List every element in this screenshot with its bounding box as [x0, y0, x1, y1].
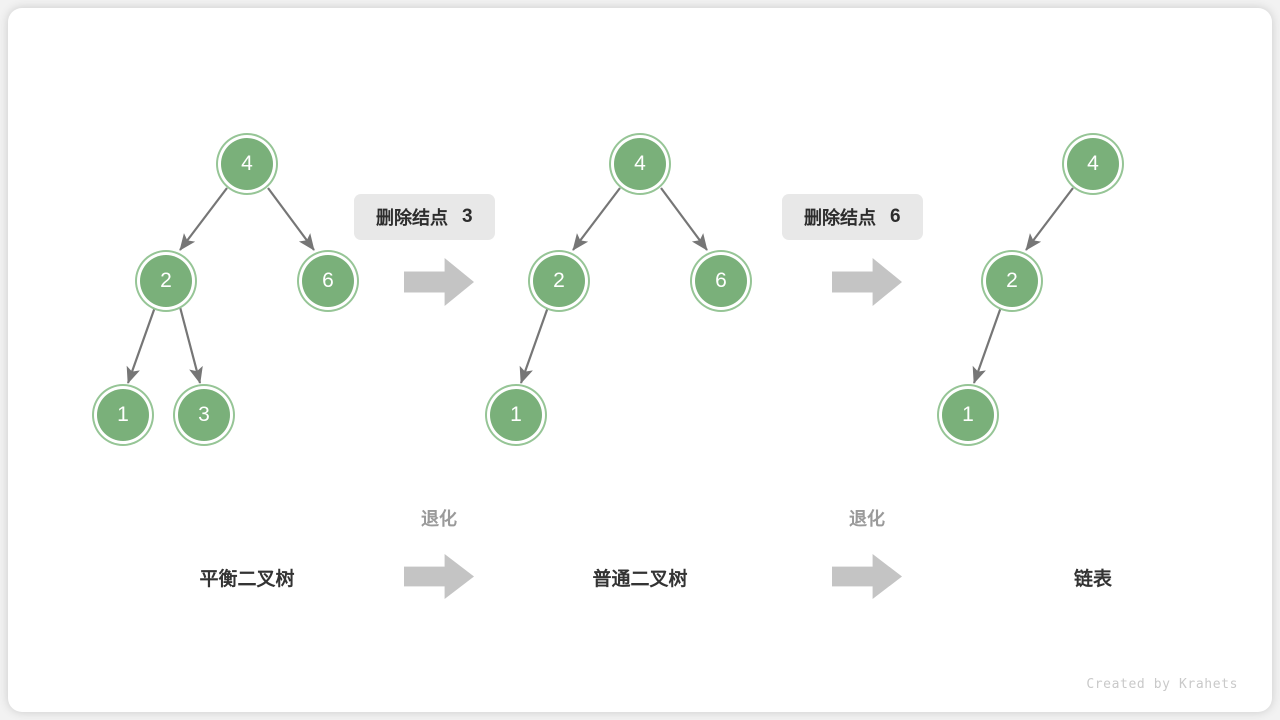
delete-node-6-chip-value: 6: [890, 206, 901, 227]
tree1-node-4[interactable]: 4: [221, 138, 273, 190]
degenerate-arrow-2-icon: [832, 554, 902, 599]
degenerate-label-2: 退化: [849, 509, 885, 529]
tree2-node-6[interactable]: 6: [695, 255, 747, 307]
delete-node-3-chip-text: 删除结点: [376, 208, 448, 228]
caption-ordinary-binary-tree: 普通二叉树: [592, 569, 688, 590]
transition-1-arrow-icon: [404, 258, 474, 306]
watermark-credit: Created by Krahets: [1086, 677, 1238, 692]
tree1-node-6[interactable]: 6: [302, 255, 354, 307]
tree3-node-4[interactable]: 4: [1067, 138, 1119, 190]
tree1-node-2[interactable]: 2: [140, 255, 192, 307]
figure-card: [8, 8, 1272, 712]
delete-node-3-chip: 删除结点 3: [354, 194, 495, 240]
degenerate-label-1: 退化: [421, 509, 457, 529]
tree3-node-2[interactable]: 2: [986, 255, 1038, 307]
delete-node-6-chip: 删除结点 6: [782, 194, 923, 240]
caption-linked-list: 链表: [1073, 569, 1112, 590]
tree2-node-1[interactable]: 1: [490, 389, 542, 441]
delete-node-3-chip-value: 3: [462, 206, 473, 227]
transition-2-arrow-icon: [832, 258, 902, 306]
delete-node-6-chip-text: 删除结点: [804, 208, 876, 228]
degenerate-arrow-1-icon: [404, 554, 474, 599]
tree1-node-1[interactable]: 1: [97, 389, 149, 441]
tree1-node-3[interactable]: 3: [178, 389, 230, 441]
caption-balanced-binary-tree: 平衡二叉树: [199, 569, 295, 590]
tree2-node-2[interactable]: 2: [533, 255, 585, 307]
tree2-node-4[interactable]: 4: [614, 138, 666, 190]
tree3-node-1[interactable]: 1: [942, 389, 994, 441]
